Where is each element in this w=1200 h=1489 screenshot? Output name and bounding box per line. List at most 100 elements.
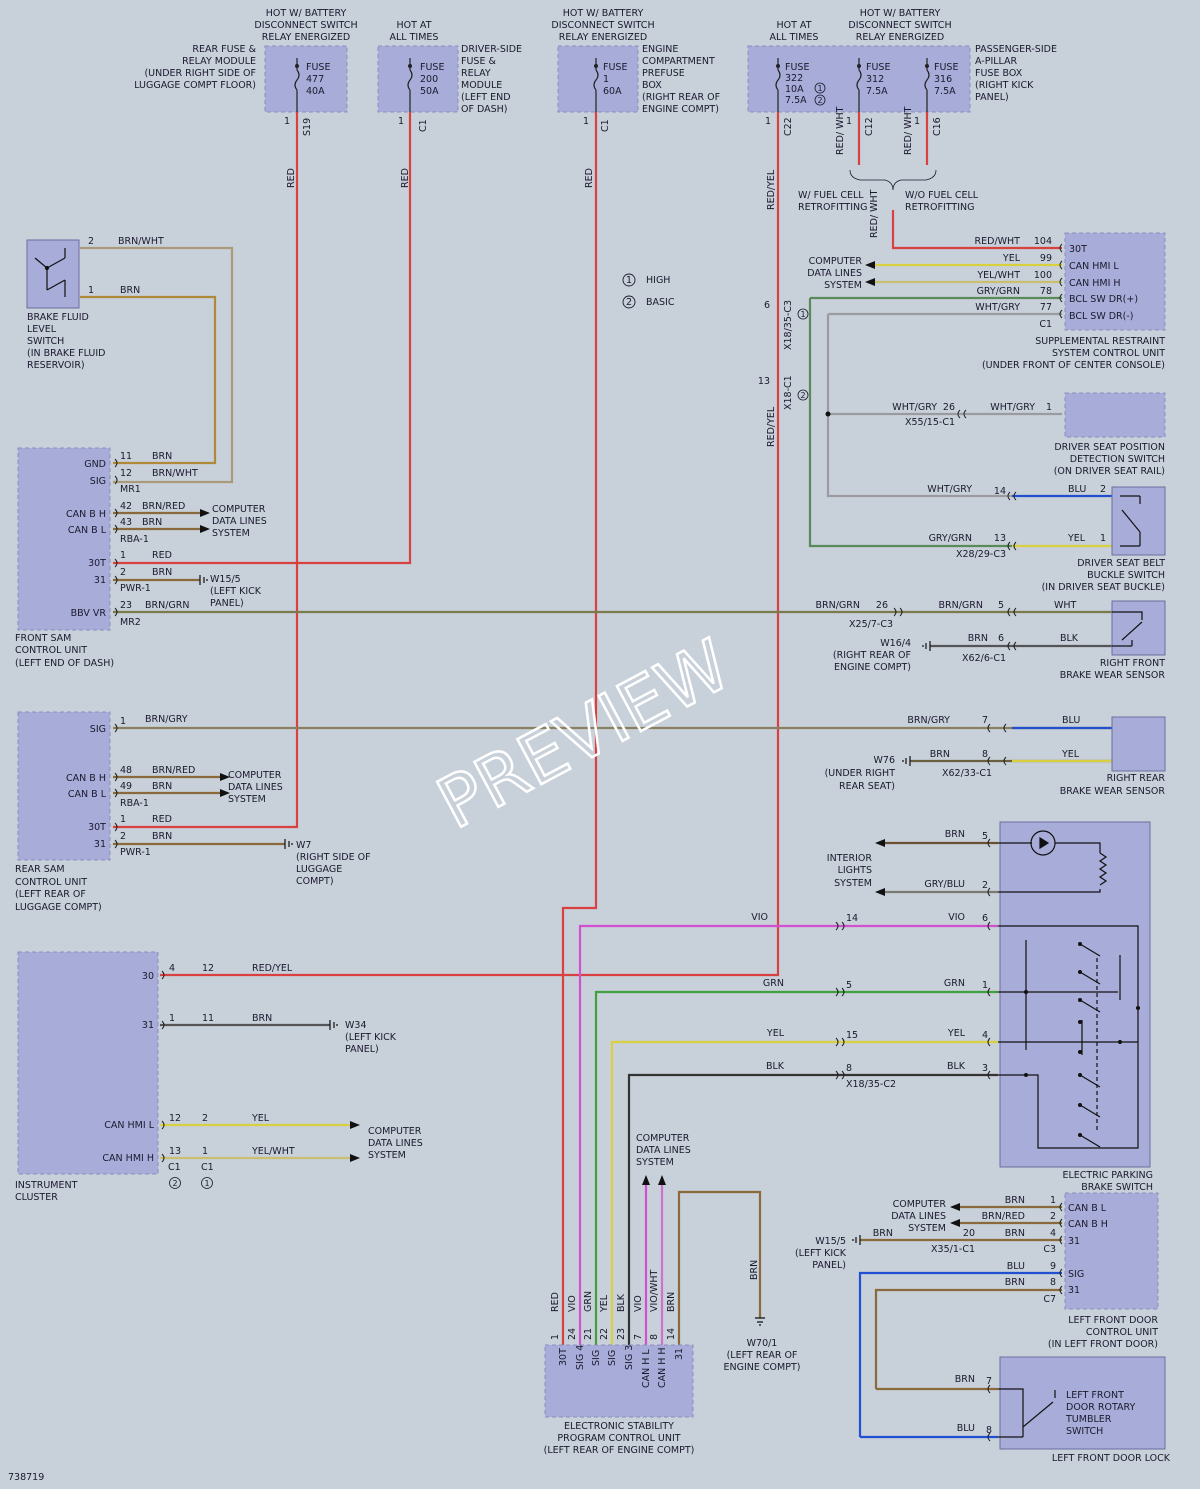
dl-sw-2: DOOR ROTARY [1066, 1402, 1136, 1413]
rw-name-2: BRAKE WEAR SENSOR [1060, 786, 1166, 797]
fuse-477-hdr-3: RELAY ENERGIZED [262, 32, 350, 43]
rs-gnd: W7 [296, 840, 311, 851]
dc-p9: 9 [1050, 1261, 1056, 1272]
pk-p3: 1 [982, 980, 988, 991]
rw-gnd-d2: REAR SEAT) [839, 781, 895, 792]
esp-p3: 22 [599, 1328, 610, 1340]
esp-box [544, 1344, 694, 1418]
esp-cds-3: SYSTEM [636, 1157, 674, 1168]
fw-w2: BRN/GRN [939, 600, 984, 611]
fuse-322-conn: C22 [783, 117, 794, 136]
wl-redwht-312a: RED/ WHT [835, 106, 846, 155]
fs-mr1: MR1 [120, 484, 141, 495]
srs-name-2: SYSTEM CONTROL UNIT [1052, 348, 1165, 359]
esp-w0: RED [550, 1292, 561, 1312]
dc-31: 31 [1068, 1236, 1080, 1247]
ground-icon [199, 575, 208, 585]
fuse-200-desc: DRIVER-SIDE FUSE & RELAY MODULE (LEFT EN… [461, 44, 522, 115]
pk-p5: 3 [982, 1063, 988, 1074]
dc-w8: BRN [1005, 1277, 1025, 1288]
dc-cds-2: DATA LINES [891, 1211, 946, 1222]
dl-name: LEFT FRONT DOOR LOCK [1052, 1453, 1171, 1464]
fw-gnd: W16/4 [880, 638, 911, 649]
bk-wblu: BLU [1068, 484, 1086, 495]
dc-gnd-d2: PANEL) [812, 1260, 846, 1271]
fw-w4: BRN [968, 633, 988, 644]
fuse-200-l1: FUSE [420, 62, 444, 73]
fuse-477-pin: 1 [284, 116, 290, 127]
ground-icon [852, 1235, 861, 1245]
pk-wa3: GRN [763, 978, 784, 989]
srs-w0: RED/WHT [975, 236, 1021, 247]
bk-p14: 14 [994, 486, 1006, 497]
fuse-200-hdr-1: HOT AT [396, 20, 431, 31]
sp-w1: WHT/GRY [892, 402, 937, 413]
fs-30t: 30T [88, 558, 106, 569]
fs-gnd-d1: (LEFT KICK [210, 586, 262, 597]
fs-w11: BRN [152, 451, 172, 462]
rs-w1: RED [152, 814, 172, 825]
front-wear-box [1111, 600, 1166, 656]
pk-wa5: BLK [766, 1061, 785, 1072]
fs-canbl: CAN B L [68, 525, 107, 536]
dc-name-2: CONTROL UNIT [1086, 1327, 1158, 1338]
dl-w7: BRN [955, 1374, 975, 1385]
fw-gnd-d1: (RIGHT REAR OF [833, 650, 911, 661]
fuse-316-desc-4: (RIGHT KICK [975, 80, 1034, 91]
rear-sam-box [17, 711, 111, 861]
ic-name-1: INSTRUMENT [15, 1180, 78, 1191]
fw-p6: 6 [998, 633, 1004, 644]
bk-wyel: YEL [1067, 533, 1086, 544]
legend-num-1: 1 [626, 275, 632, 286]
pk-p2: 6 [982, 913, 988, 924]
rs-w48: BRN/RED [152, 765, 195, 776]
arrow-door-1 [950, 1203, 960, 1211]
pk-name-1: ELECTRIC PARKING [1062, 1170, 1153, 1181]
fc-without-1: W/O FUEL CELL [905, 190, 979, 201]
ic-gnd-d2: PANEL) [345, 1044, 379, 1055]
srs-x1835-pin: 6 [764, 300, 770, 311]
dc-p4: 4 [1050, 1228, 1056, 1239]
bf-w2: BRN/WHT [118, 236, 164, 247]
inline-connectors [114, 243, 1063, 1442]
rw-conn: X62/33-C1 [942, 768, 992, 779]
ic-wl: YEL [251, 1113, 270, 1124]
rs-p48: 48 [120, 765, 132, 776]
fuse-1-hdr-3: RELAY ENERGIZED [559, 32, 647, 43]
fuse-322-l1: FUSE [785, 62, 809, 73]
fuse-200-desc-5: (LEFT END [461, 92, 511, 103]
arrow-rear-sam-2 [220, 789, 230, 797]
esp-w5: VIO [633, 1295, 644, 1312]
fuel-cell-bracket [849, 169, 937, 191]
fs-p42: 42 [120, 501, 132, 512]
fuse-477-hdr-1: HOT W/ BATTERY [266, 8, 347, 19]
ic-30: 30 [142, 971, 154, 982]
sp-conn: X55/15-C1 [905, 417, 955, 428]
wl-redwht-fc: RED/ WHT [869, 189, 880, 238]
bk-p13: 13 [994, 533, 1006, 544]
esp-l0: 30T [558, 1348, 569, 1366]
fuse-322-hdr-2: ALL TIMES [770, 32, 819, 43]
fuse-312-pin: 1 [846, 116, 852, 127]
fuse-322-marker-2: 2 [817, 96, 822, 105]
esp-l2: SIG [591, 1350, 602, 1366]
arrow-parking-1 [875, 839, 885, 847]
fuse-box-200 [377, 45, 459, 113]
srs-l2: CAN HMI H [1069, 278, 1121, 289]
fuse-312-l3: 7.5A [866, 86, 888, 97]
srs-l4: BCL SW DR(-) [1069, 311, 1134, 322]
srs-l0: 30T [1069, 244, 1087, 255]
bf-p1: 1 [88, 285, 94, 296]
arrow-rear-sam-1 [220, 773, 230, 781]
pk-p4: 4 [982, 1030, 988, 1041]
fs-p12: 12 [120, 468, 132, 479]
fw-conn1: X25/7-C3 [849, 619, 893, 630]
ic-wh: YEL/WHT [251, 1146, 295, 1157]
dc-p1: 1 [1050, 1195, 1056, 1206]
fuse-1-desc: ENGINE COMPARTMENT PREFUSE BOX (RIGHT RE… [642, 44, 720, 115]
esp-name-3: (LEFT REAR OF ENGINE COMPT) [544, 1445, 695, 1456]
wire-yel-parking [610, 1040, 998, 1345]
ic-c1b: C1 [201, 1162, 214, 1173]
pk-w4: YEL [947, 1028, 966, 1039]
cluster-box [17, 951, 159, 1175]
